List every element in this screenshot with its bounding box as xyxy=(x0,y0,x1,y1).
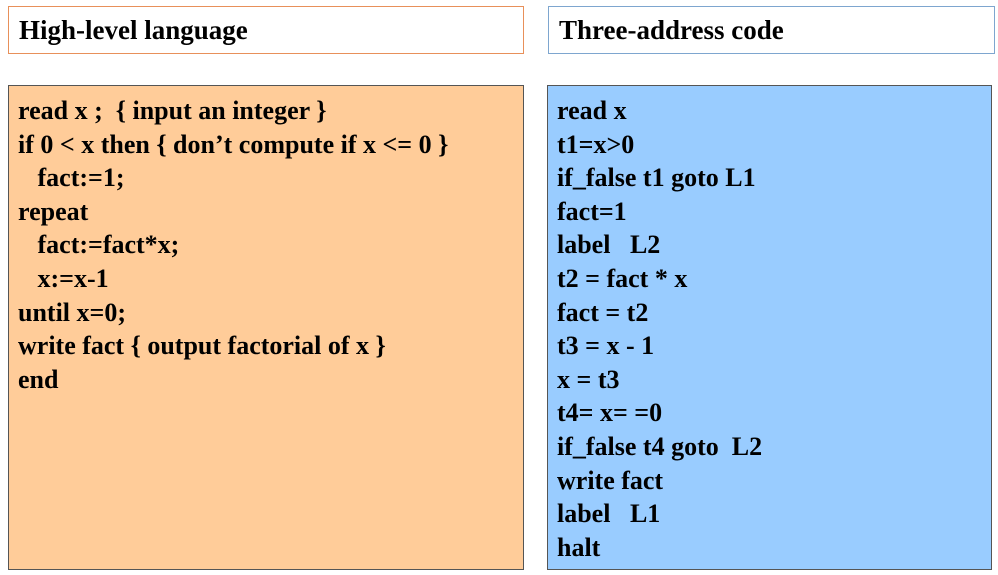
three-address-code-line: if_false t1 goto L1 xyxy=(557,163,756,193)
three-address-code-line: t4= x= =0 xyxy=(557,398,663,428)
three-address-code-lines: read x t1=x>0 if_false t1 goto L1 fact=1… xyxy=(557,94,762,564)
three-address-code-line: x = t3 xyxy=(557,364,620,394)
three-address-code-line: read x xyxy=(557,96,627,125)
three-address-code-line: t1=x>0 xyxy=(557,129,635,159)
three-address-code-line: if_false t4 goto L2 xyxy=(557,431,763,461)
high-level-code-line: until x=0; xyxy=(18,297,126,327)
high-level-code-line: end xyxy=(18,364,59,394)
three-address-code-line: write fact xyxy=(557,465,664,495)
three-address-code-header: Three-address code xyxy=(548,6,995,54)
three-address-code-line: halt xyxy=(557,532,601,562)
high-level-code-line: fact:=fact*x; xyxy=(18,230,180,260)
high-level-code-line: x:=x-1 xyxy=(18,263,109,293)
high-level-code-line: fact:=1; xyxy=(18,163,125,193)
high-level-code-line: repeat xyxy=(18,196,89,226)
high-level-code-panel: read x ; { input an integer } if 0 < x t… xyxy=(8,85,524,570)
three-address-code-line: t2 = fact * x xyxy=(557,263,688,293)
three-address-code-line: fact = t2 xyxy=(557,297,649,327)
high-level-code-lines: read x ; { input an integer } if 0 < x t… xyxy=(18,94,448,396)
three-address-code-line: label L1 xyxy=(557,499,661,529)
three-address-code-title: Three-address code xyxy=(559,15,784,45)
three-address-code-line: label L2 xyxy=(557,230,661,260)
high-level-code-line: write fact { output factorial of x } xyxy=(18,331,386,361)
high-level-code-line: read x ; { input an integer } xyxy=(18,96,327,125)
three-address-code-panel: read x t1=x>0 if_false t1 goto L1 fact=1… xyxy=(547,85,992,570)
high-level-code-line: if 0 < x then { don’t compute if x <= 0 … xyxy=(18,129,449,159)
three-address-code-line: t3 = x - 1 xyxy=(557,331,655,361)
high-level-language-header: High-level language xyxy=(8,6,524,54)
high-level-language-title: High-level language xyxy=(19,15,248,45)
three-address-code-line: fact=1 xyxy=(557,196,627,226)
